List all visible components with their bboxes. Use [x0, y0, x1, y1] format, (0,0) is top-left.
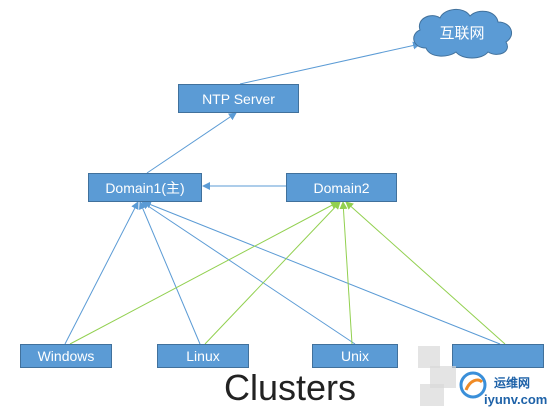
link-fourth-to-domain1	[143, 200, 501, 345]
internet-label: 互联网	[439, 24, 485, 42]
blur-patch	[420, 384, 444, 406]
blur-patch	[418, 346, 440, 368]
windows-node: Windows	[20, 344, 112, 368]
windows-label: Windows	[37, 348, 95, 364]
unix-label: Unix	[340, 348, 369, 364]
link-ntp-to-internet	[239, 41, 421, 85]
cloud-icon	[413, 9, 513, 59]
link-linux-to-domain2	[204, 201, 341, 345]
domain2-label: Domain2	[313, 179, 370, 196]
link-domain1-to-ntp	[146, 112, 237, 174]
link-fourth-to-domain2	[345, 201, 506, 345]
obscured-node	[452, 344, 544, 368]
link-unix-to-domain2	[339, 201, 353, 345]
linux-label: Linux	[186, 348, 220, 364]
unix-node: Unix	[312, 344, 398, 368]
linux-node: Linux	[157, 344, 249, 368]
domain2-node: Domain2	[286, 173, 397, 202]
link-windows-to-domain1	[64, 201, 139, 345]
watermark-line2: iyunv.com	[484, 392, 548, 407]
internet-cloud: 互联网	[404, 4, 520, 60]
blur-patch	[430, 366, 456, 388]
domain1-node: Domain1(主)	[88, 173, 202, 202]
ntp-server-label: NTP Server	[202, 90, 275, 107]
domain1-label: Domain1(主)	[105, 179, 185, 196]
ntp-server-node: NTP Server	[178, 84, 299, 113]
watermark-line1: 运维网	[494, 376, 531, 390]
link-linux-to-domain1	[139, 201, 201, 345]
watermark-logo-icon	[459, 371, 487, 399]
link-unix-to-domain1	[141, 201, 356, 345]
diagram-caption: Clusters	[223, 367, 357, 408]
link-windows-to-domain2	[69, 201, 339, 345]
